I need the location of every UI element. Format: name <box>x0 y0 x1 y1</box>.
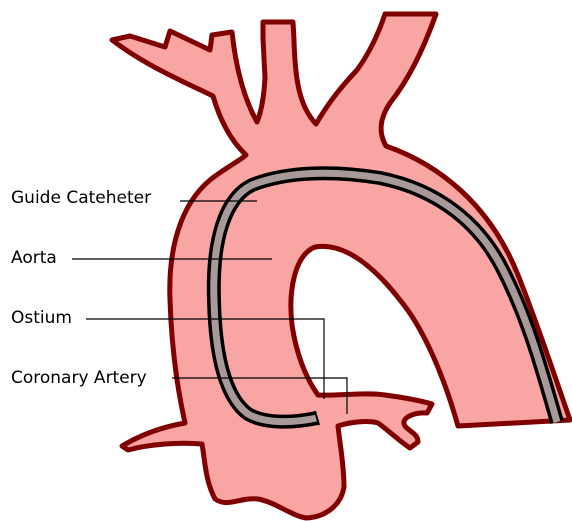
labels: Guide Cateheter Aorta Ostium Coronary Ar… <box>11 188 151 388</box>
coronary-artery-label: Coronary Artery <box>11 368 147 388</box>
guide-catheter-label: Guide Cateheter <box>11 188 151 208</box>
ostium-label: Ostium <box>11 308 72 328</box>
aorta-label: Aorta <box>11 248 57 268</box>
